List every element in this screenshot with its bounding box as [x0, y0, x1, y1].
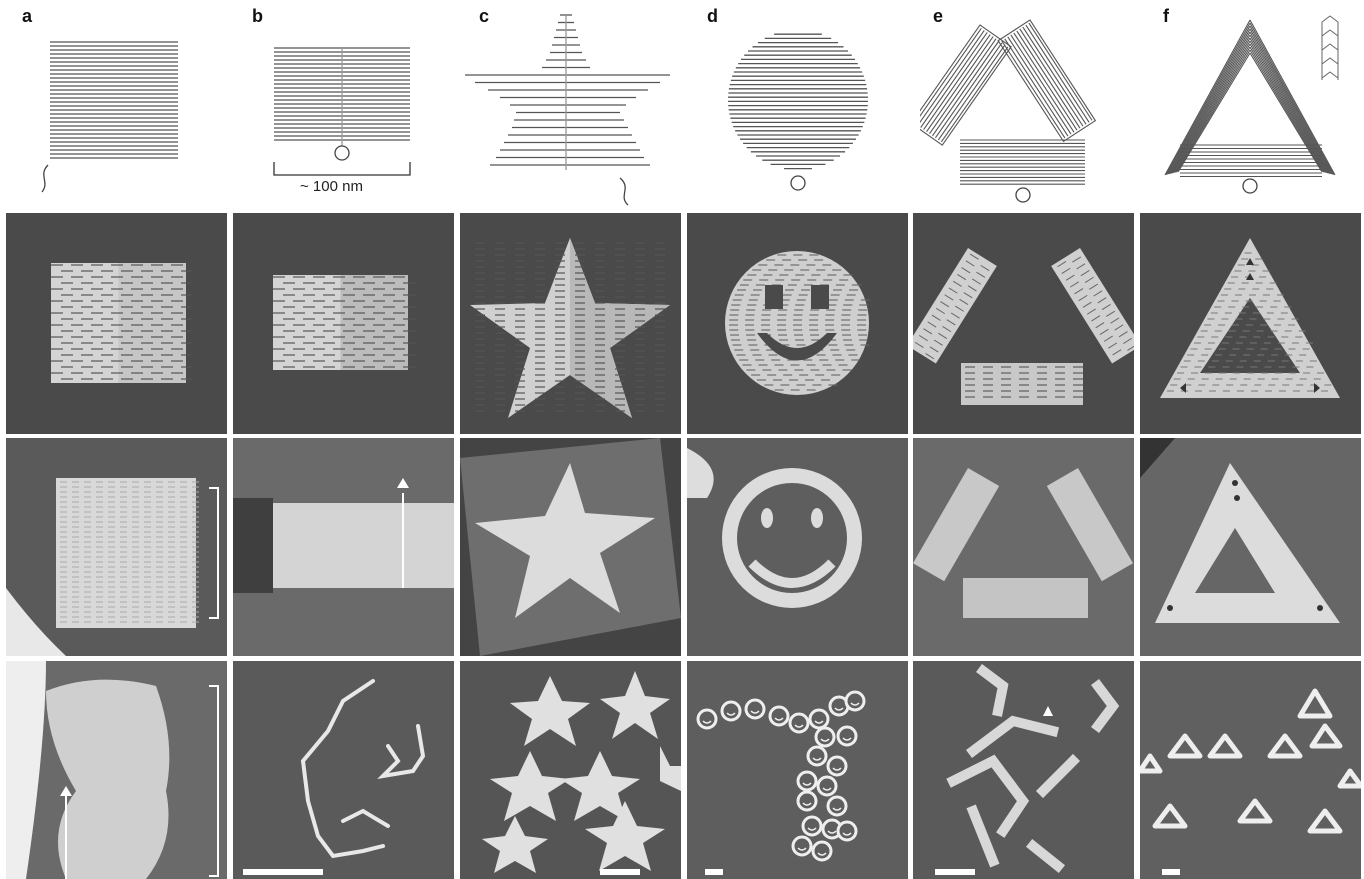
- model-square: [6, 213, 227, 434]
- model-triangle: [1140, 213, 1361, 434]
- afm-smiley-zoom: [687, 438, 908, 656]
- schematic-triangle-rects: [920, 0, 1120, 210]
- afm-star-zoom: [460, 438, 681, 656]
- scale-label-100nm: ~ 100 nm: [300, 178, 363, 195]
- afm-square-wide: [6, 661, 227, 879]
- afm-rectangle-wide: [233, 661, 454, 879]
- afm-triangle-wide: [1140, 661, 1361, 879]
- afm-rectangle-zoom: [233, 438, 454, 656]
- schematic-smiley: [715, 0, 885, 210]
- model-rectangle: [233, 213, 454, 434]
- afm-smiley-wide: [687, 661, 908, 879]
- afm-triangle-rects-wide: [913, 661, 1134, 879]
- schematic-star: [460, 0, 680, 210]
- afm-star-wide: [460, 661, 681, 879]
- model-star: [460, 213, 681, 434]
- model-triangle-rects: [913, 213, 1134, 434]
- schematic-triangle: [1150, 0, 1364, 210]
- afm-triangle-rects-zoom: [913, 438, 1134, 656]
- afm-square-zoom: [6, 438, 227, 656]
- afm-triangle-zoom: [1140, 438, 1361, 656]
- model-smiley: [687, 213, 908, 434]
- schematic-square: [30, 0, 200, 210]
